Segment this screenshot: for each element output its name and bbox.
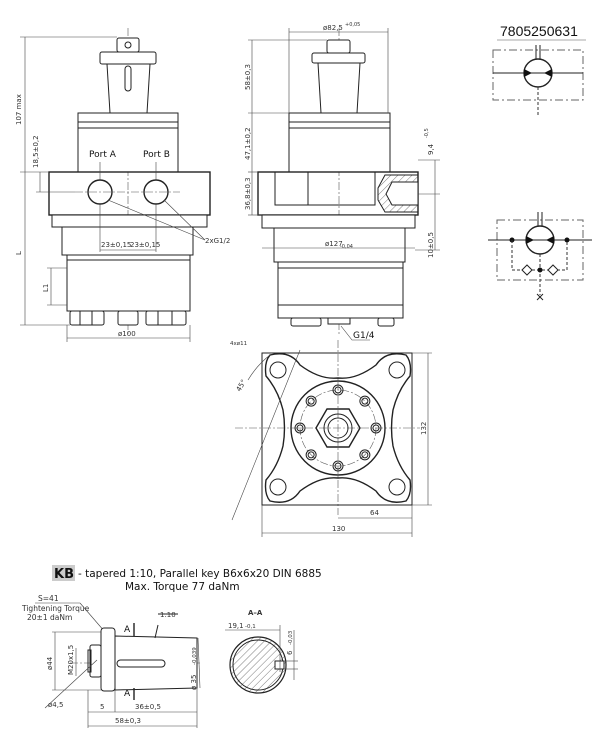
dim-9-4-tol: -0,5 <box>424 128 430 138</box>
bolt-hole <box>361 451 369 459</box>
bolt-hole <box>359 395 371 407</box>
bolt-hole <box>332 460 344 472</box>
bolt-hole <box>361 397 369 405</box>
bolt-hole <box>307 451 315 459</box>
port-b-label: Port B <box>143 150 170 160</box>
dim-9-4: 9,4 <box>427 143 435 155</box>
dim-dia-82-5: ø82,5 <box>323 24 343 32</box>
dim-10: 10±0,5 <box>427 232 435 258</box>
bolt-hole <box>334 462 342 470</box>
taper-ratio-label: 1:10 <box>160 611 176 619</box>
port-thread-label: 2xG1/2 <box>205 237 230 245</box>
dim-23-left: 23±0,15 <box>101 241 131 249</box>
dim-l: L <box>15 251 23 255</box>
dim-dia-127-tol: -0,04 <box>340 244 353 250</box>
dim-dia-44: ø44 <box>46 656 54 670</box>
dim-23-right: 23±0,15 <box>130 241 160 249</box>
dim-58-shaft: 58±0,3 <box>115 717 141 725</box>
shaft-torque: Max. Torque 77 daNm <box>125 581 240 593</box>
section-mark-top: A <box>124 625 131 635</box>
hydraulic-symbols: 7805250631 <box>488 23 592 301</box>
section-mark-bottom: A <box>124 689 131 699</box>
section-a-a: A–A 19,1 -0,1 6 -0,03 <box>225 609 298 694</box>
dim-36: 36±0,5 <box>135 703 161 711</box>
dim-pin-4-5: ø4,5 <box>48 701 63 709</box>
tightening-torque-value: 20±1 daNm <box>27 613 72 622</box>
hex-nut <box>315 408 361 448</box>
dim-l1: L1 <box>42 284 50 292</box>
flange-view: 45° 4xø11 132 64 130 <box>230 340 432 537</box>
bolt-hole <box>307 397 315 405</box>
dim-dia-35: ø 35 <box>190 675 198 690</box>
bolt-hole <box>370 422 382 434</box>
dim-6-tol: -0,03 <box>288 630 294 645</box>
bolt-hole <box>296 424 304 432</box>
nut-size-label: S=41 <box>38 594 59 603</box>
drain-port-section <box>377 174 419 213</box>
dim-m20: M20x1,5 <box>67 645 75 675</box>
shaft-code-badge <box>52 565 75 581</box>
bolt-hole <box>334 386 342 394</box>
bolt-hole <box>332 384 344 396</box>
dim-36-8: 36,8±0,3 <box>244 177 252 210</box>
shaft-detail: KB - tapered 1:10, Parallel key B6x6x20 … <box>21 565 322 728</box>
bolt-hole <box>305 395 317 407</box>
dim-47-1: 47,1±0,2 <box>244 127 252 160</box>
dim-5: 5 <box>100 703 104 711</box>
part-number: 7805250631 <box>500 23 578 39</box>
dim-dia-35-tol: -0,039 <box>192 647 198 665</box>
dim-dia-82-5-tol: +0,05 <box>345 22 360 28</box>
dim-19-1: 19,1 <box>228 622 244 630</box>
shaft-code: KB <box>54 567 74 582</box>
mounting-holes <box>269 361 406 496</box>
bolt-hole <box>372 424 380 432</box>
shaft-description: - tapered 1:10, Parallel key B6x6x20 DIN… <box>78 568 322 580</box>
bolt-hole <box>359 449 371 461</box>
holes-label: 4xø11 <box>230 341 247 347</box>
bolt-circle <box>294 384 382 472</box>
motor-symbol-check-valves <box>488 212 592 301</box>
bolt-heads <box>69 310 187 326</box>
dim-angle-45: 45° <box>235 378 248 393</box>
bolt-hole <box>305 449 317 461</box>
dim-dia-100: ø100 <box>118 330 136 338</box>
dim-19-1-tol: -0,1 <box>245 624 256 630</box>
front-view: Port A Port B 107 max L 18,5±0,2 L1 23±0… <box>15 28 230 342</box>
dim-130: 130 <box>332 525 345 533</box>
motor-symbol-basic <box>492 45 584 115</box>
dim-107-max: 107 max <box>15 94 23 125</box>
dim-58: 58±0,3 <box>244 64 252 90</box>
side-view: ø82,5 +0,05 58±0,3 47,1±0,2 36,8±0,3 9,4… <box>244 22 440 341</box>
tightening-torque-label: Tightening Torque <box>21 604 90 613</box>
dim-dia-127: ø127 <box>325 240 343 248</box>
port-a-label: Port A <box>89 150 117 160</box>
section-title: A–A <box>248 609 263 617</box>
bolt-hole <box>294 422 306 434</box>
dim-132: 132 <box>420 422 428 435</box>
dim-18-5: 18,5±0,2 <box>32 135 40 168</box>
dim-64: 64 <box>370 509 379 517</box>
drain-thread-label: G1/4 <box>353 331 375 341</box>
dim-6: 6 <box>286 650 294 655</box>
